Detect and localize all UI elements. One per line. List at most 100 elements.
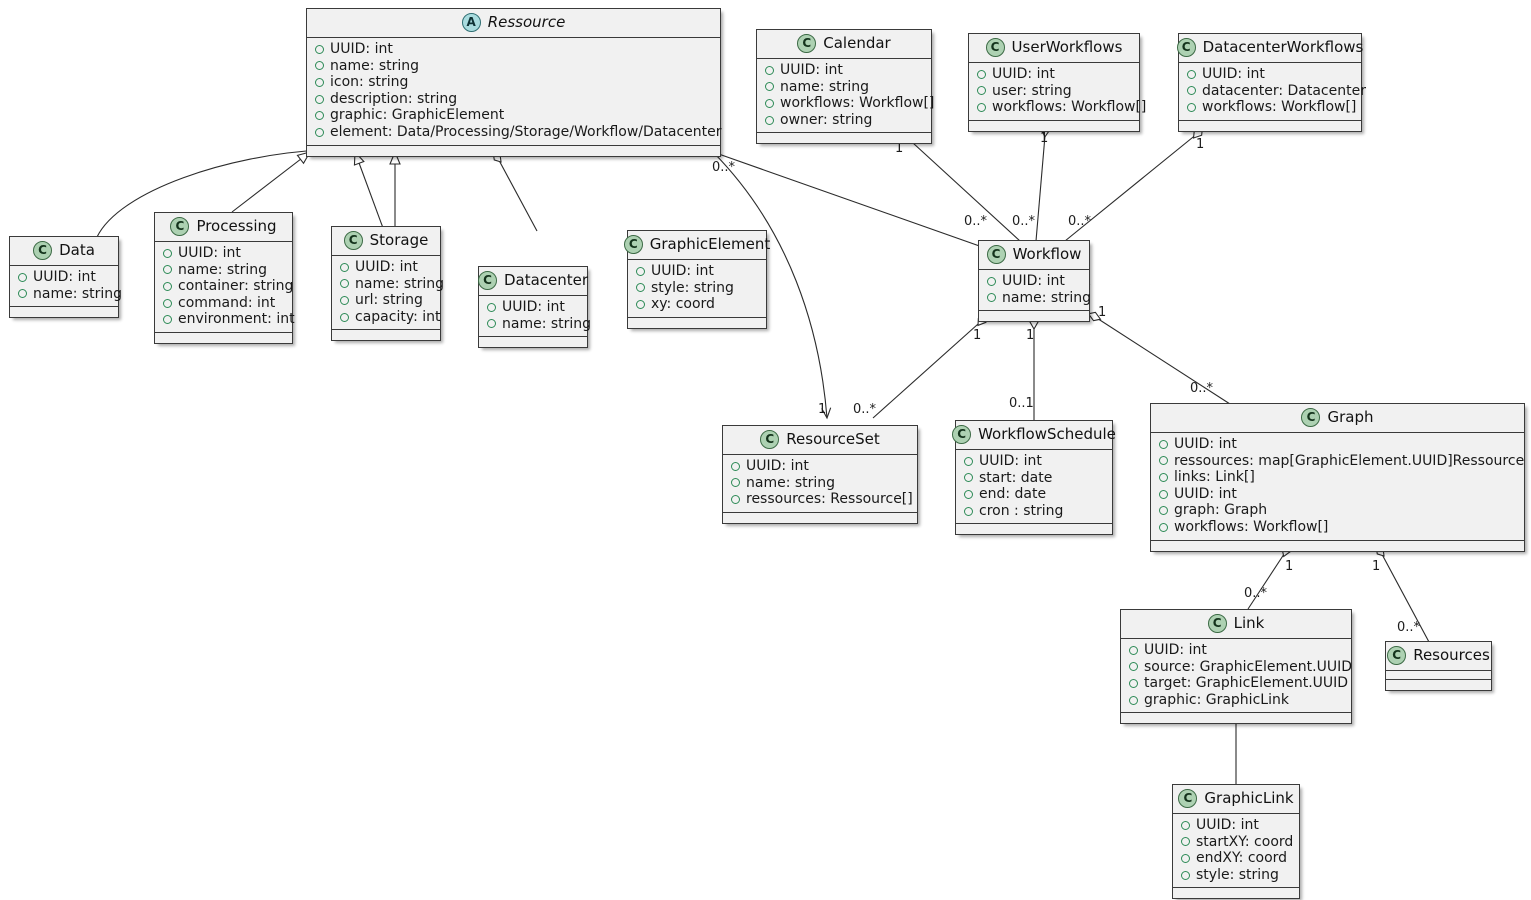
attribute-row: end: date [964, 486, 1104, 503]
public-visibility-icon [1181, 820, 1190, 830]
attribute-row: ressources: Ressource[] [731, 491, 913, 508]
public-visibility-icon [18, 289, 27, 299]
class-title-graphiclink: GraphicLink [1204, 789, 1294, 807]
class-header-graph: C Graph [1151, 404, 1524, 433]
attribute-row: capacity: int [340, 309, 441, 326]
public-visibility-icon [765, 65, 774, 75]
public-visibility-icon [964, 489, 973, 499]
multiplicity-label: 0..* [1397, 620, 1421, 635]
class-box-processing[interactable]: C Processing UUID: int name: string cont… [154, 212, 295, 344]
attribute-row: description: string [315, 91, 712, 108]
attribute-row: name: string [765, 79, 923, 96]
attribute-row: UUID: int [964, 453, 1104, 470]
attribute-row: name: string [731, 475, 909, 492]
public-visibility-icon [340, 312, 349, 322]
class-box-userworkflows[interactable]: C UserWorkflows UUID: int user: string w… [968, 33, 1146, 132]
public-visibility-icon [731, 478, 740, 488]
class-box-link[interactable]: C Link UUID: int source: GraphicElement.… [1120, 609, 1352, 725]
public-visibility-icon [977, 86, 986, 96]
public-visibility-icon [163, 315, 172, 325]
attribute-row: endXY: coord [1181, 850, 1291, 867]
class-title-workflowschedule: WorkflowSchedule [978, 425, 1116, 443]
class-badge-icon: C [170, 217, 190, 236]
public-visibility-icon [964, 506, 973, 516]
public-visibility-icon [1129, 678, 1138, 688]
public-visibility-icon [18, 272, 27, 282]
multiplicity-label: 1 [895, 141, 904, 156]
class-methods-link [1121, 713, 1351, 724]
public-visibility-icon [340, 279, 349, 289]
class-badge-icon: C [760, 430, 780, 449]
public-visibility-icon [765, 82, 774, 92]
attribute-row: user: string [977, 83, 1131, 100]
edge-workflow-resourceset [872, 314, 988, 419]
multiplicity-label: 1 [973, 328, 982, 343]
class-attributes-storage: UUID: int name: string url: string capac… [332, 256, 444, 331]
class-box-data[interactable]: C Data UUID: int name: string [9, 236, 122, 319]
multiplicity-label: 0..* [1012, 214, 1036, 229]
class-header-resourceset: C ResourceSet [723, 426, 917, 455]
class-title-graph: Graph [1327, 408, 1374, 426]
attribute-row: workflows: Workflow[] [1159, 519, 1516, 536]
abstract-class-badge-icon: A [461, 13, 481, 32]
class-box-storage[interactable]: C Storage UUID: int name: string url: st… [331, 226, 444, 342]
public-visibility-icon [765, 115, 774, 125]
attribute-row: UUID: int [1129, 642, 1343, 659]
class-attributes-graph: UUID: int ressources: map[GraphicElement… [1151, 433, 1524, 541]
attribute-row: UUID: int [636, 263, 758, 280]
class-box-resourceset[interactable]: C ResourceSet UUID: int name: string res… [722, 425, 918, 524]
public-visibility-icon [731, 461, 740, 471]
class-box-graph[interactable]: C Graph UUID: int ressources: map[Graphi… [1150, 403, 1525, 552]
class-header-calendar: C Calendar [757, 30, 931, 59]
class-box-graphicelement[interactable]: C GraphicElement UUID: int style: string… [623, 230, 770, 329]
class-header-ressource: A Ressource [307, 9, 720, 38]
class-box-workflowschedule[interactable]: C WorkflowSchedule UUID: int start: date… [952, 420, 1116, 536]
public-visibility-icon [487, 302, 496, 312]
class-attributes-ressource: UUID: int name: string icon: string desc… [307, 38, 721, 146]
attribute-row: startXY: coord [1181, 834, 1293, 851]
class-badge-icon: C [477, 271, 497, 290]
class-box-calendar[interactable]: C Calendar UUID: int name: string workfl… [756, 29, 934, 145]
attribute-row: UUID: int [163, 245, 284, 262]
class-title-resourceset: ResourceSet [786, 430, 880, 448]
attribute-row: name: string [163, 262, 284, 279]
class-attributes-link: UUID: int source: GraphicElement.UUID ta… [1121, 639, 1352, 714]
class-methods-storage [332, 330, 440, 341]
multiplicity-label: 1 [1098, 305, 1107, 320]
multiplicity-label: 0..1 [1009, 396, 1034, 411]
class-header-workflow: C Workflow [979, 241, 1089, 270]
class-methods-resourceset [723, 512, 917, 523]
attribute-row: graph: Graph [1159, 502, 1516, 519]
class-box-ressource[interactable]: A Ressource UUID: int name: string icon:… [306, 8, 721, 157]
class-methods-graphiclink [1173, 888, 1299, 899]
attribute-row: cron : string [964, 503, 1104, 520]
attribute-row: element: Data/Processing/Storage/Workflo… [315, 124, 721, 141]
class-header-storage: C Storage [332, 227, 440, 256]
public-visibility-icon [765, 98, 774, 108]
class-badge-icon: C [1301, 408, 1321, 427]
class-header-processing: C Processing [155, 213, 292, 242]
class-box-workflow[interactable]: C Workflow UUID: int name: string [978, 240, 1091, 323]
public-visibility-icon [163, 298, 172, 308]
public-visibility-icon [964, 473, 973, 483]
attribute-row: datacenter: Datacenter [1187, 83, 1366, 100]
public-visibility-icon [163, 265, 172, 275]
public-visibility-icon [1129, 662, 1138, 672]
class-box-datacenter[interactable]: C Datacenter UUID: int name: string [477, 266, 591, 349]
public-visibility-icon [163, 248, 172, 258]
attribute-row: UUID: int [487, 299, 579, 316]
multiplicity-label: 1 [1372, 559, 1381, 574]
edge-storage-ressource [353, 150, 384, 229]
class-title-datacenterworkflows: DatacenterWorkflows [1202, 38, 1364, 56]
multiplicity-label: 0..* [712, 160, 736, 175]
class-title-datacenter: Datacenter [503, 271, 589, 289]
public-visibility-icon [315, 127, 324, 137]
multiplicity-label: 1 [1196, 137, 1205, 152]
attribute-row: UUID: int [340, 259, 432, 276]
public-visibility-icon [1187, 86, 1196, 96]
edge-ressource-graphicelement [492, 150, 538, 232]
class-box-datacenterworkflows[interactable]: C DatacenterWorkflows UUID: int datacent… [1176, 33, 1366, 132]
class-box-resources[interactable]: C Resources [1385, 641, 1492, 691]
class-box-graphiclink[interactable]: C GraphicLink UUID: int startXY: coord e… [1172, 784, 1300, 900]
class-title-link: Link [1233, 614, 1265, 632]
